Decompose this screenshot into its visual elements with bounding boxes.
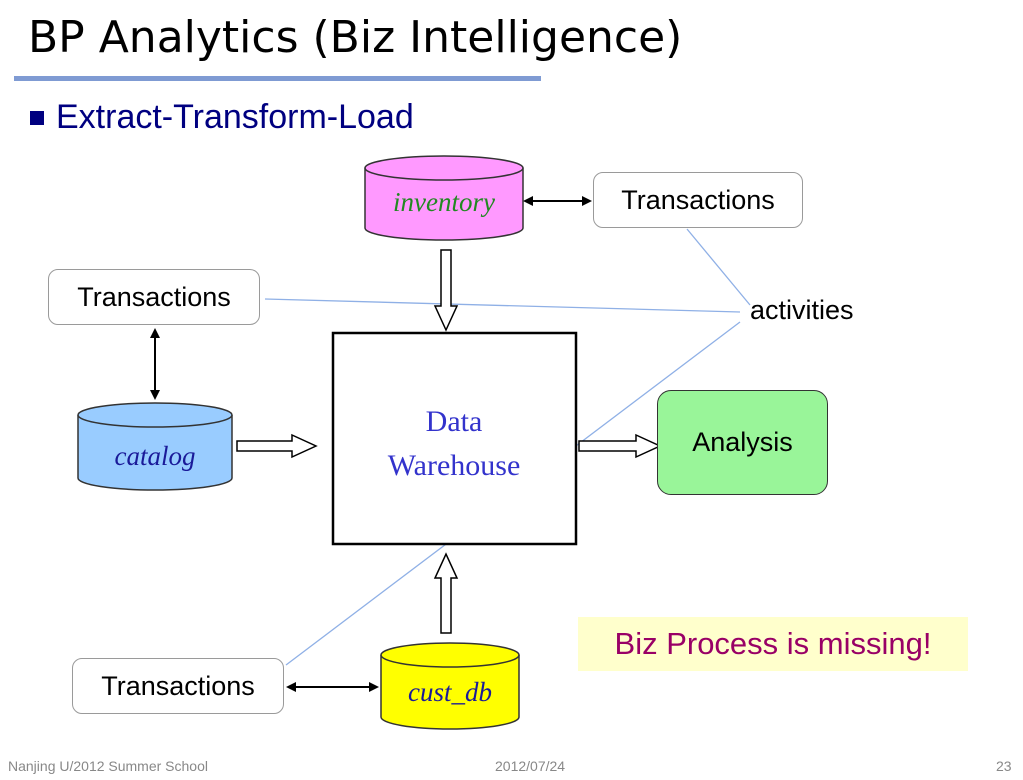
arrow-custdb-to-warehouse [433,552,459,634]
biz-process-missing-note: Biz Process is missing! [578,617,968,671]
cust-db-label: cust_db [408,677,492,707]
data-warehouse-label: Data Warehouse [334,400,574,488]
catalog-label: catalog [114,441,196,471]
footer-center: 2012/07/24 [495,758,566,774]
cust-db-database-icon [380,642,520,730]
inventory-label: inventory [393,187,495,217]
transactions-box-left: Transactions [48,269,260,325]
data-warehouse-label-line2: Warehouse [387,449,521,482]
activities-label: activities [750,295,854,325]
data-warehouse-box [331,331,578,546]
footer-page-number: 23 [996,758,1012,774]
footer-left: Nanjing U/2012 Summer School [8,758,208,774]
arrow-inventory-to-warehouse [433,249,459,332]
bullet-text: Extract-Transform-Load [56,98,414,136]
analysis-box: Analysis [657,390,828,495]
transactions-box-bottom: Transactions [72,658,284,714]
catalog-database-icon [77,402,233,491]
leader-line-left [264,298,741,313]
title-underline [14,76,541,81]
inventory-database-icon [364,155,524,241]
arrow-warehouse-to-analysis [578,433,662,459]
leader-line-top [686,228,751,306]
slide-title: BP Analytics (Biz Intelligence) [28,12,683,63]
bullet-square-icon [30,111,44,125]
data-warehouse-label-line1: Data [425,405,483,438]
transactions-box-top: Transactions [593,172,803,228]
arrow-catalog-to-warehouse [236,433,318,459]
